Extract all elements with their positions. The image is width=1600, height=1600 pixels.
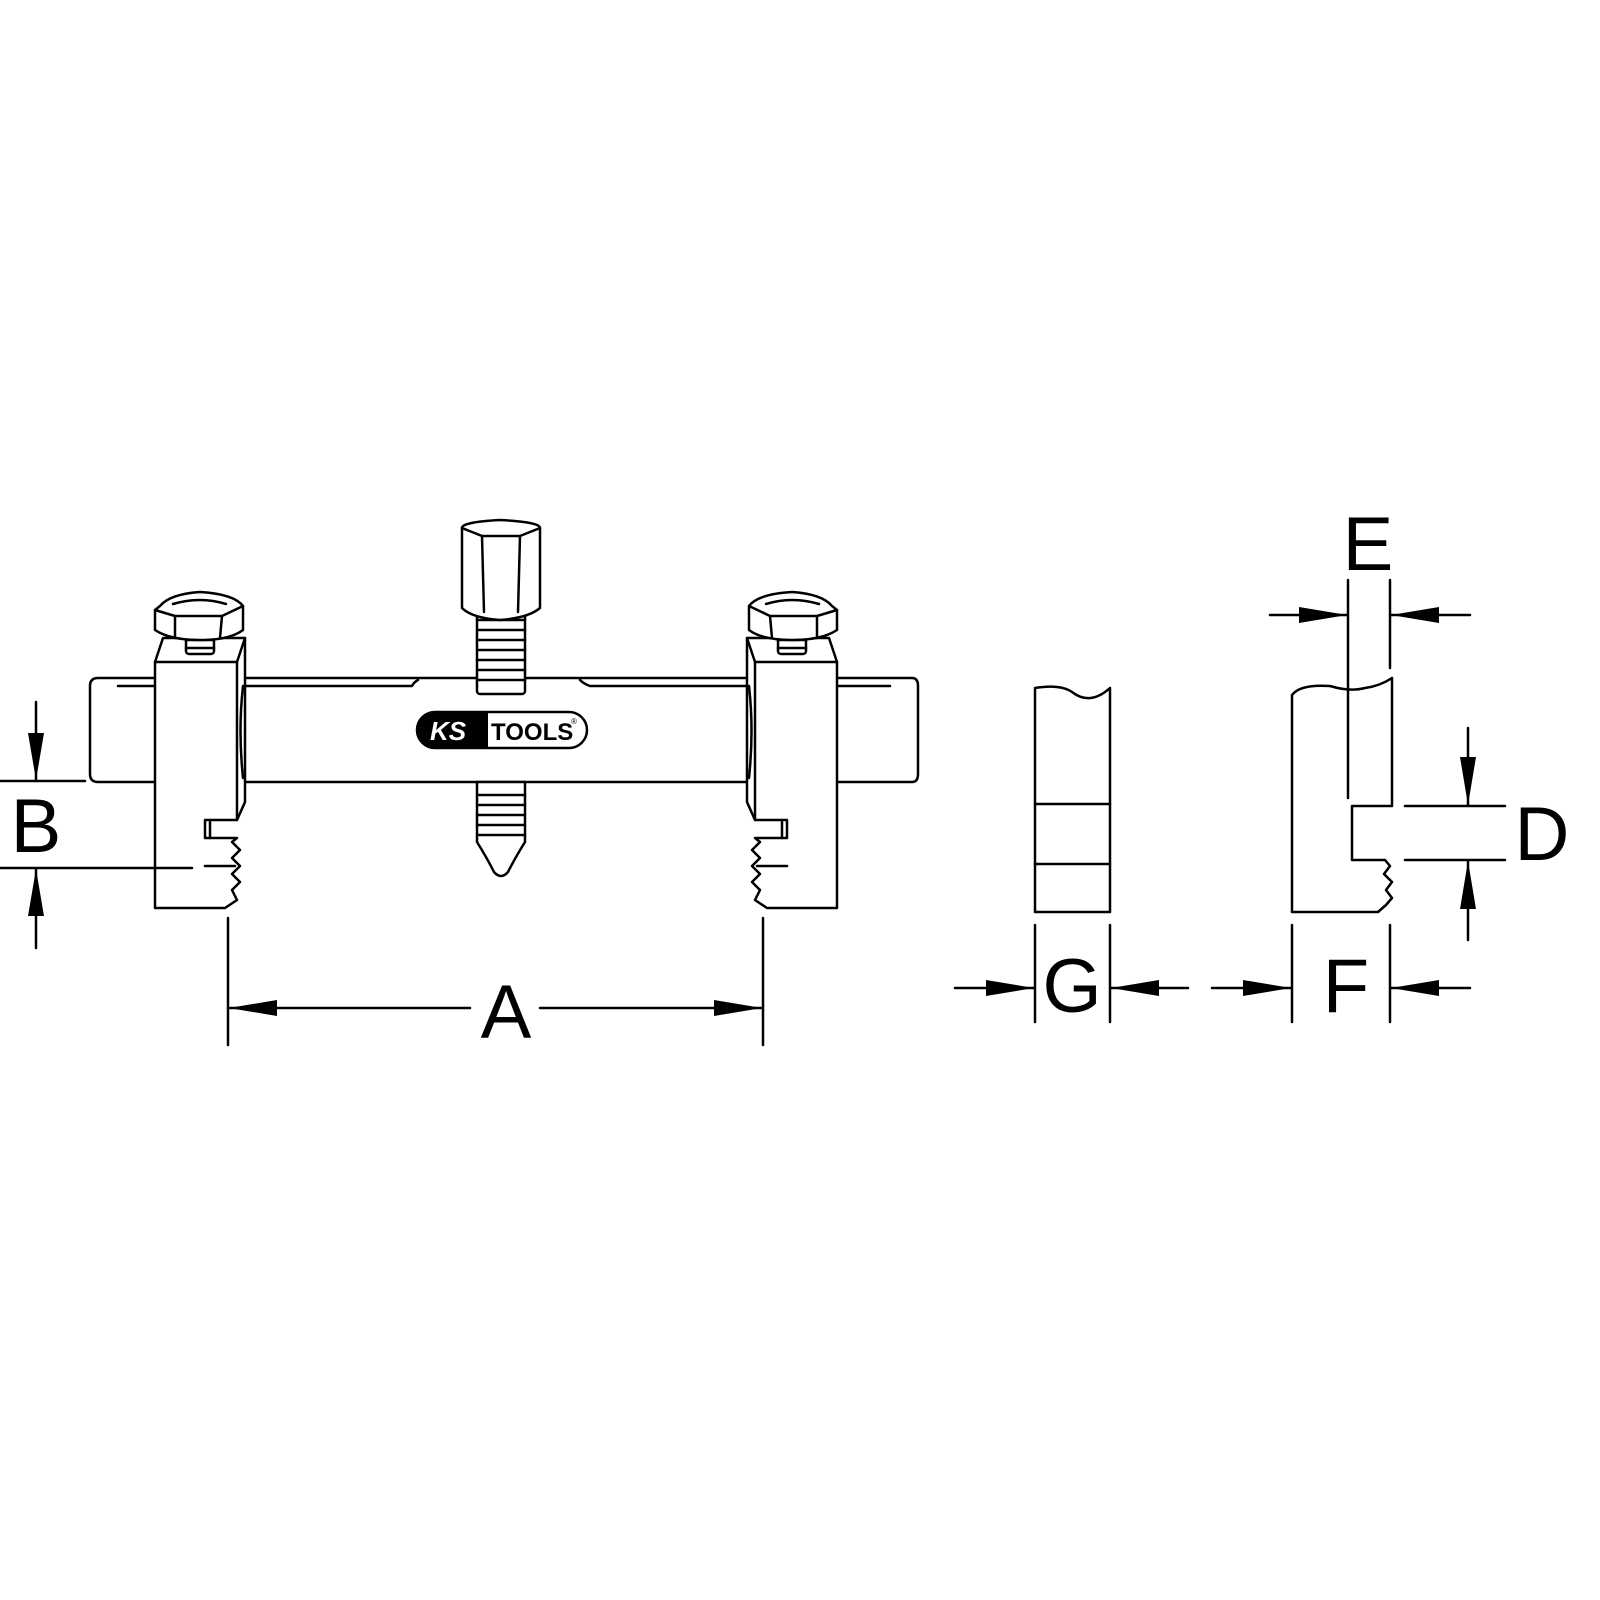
dimension-d: D (1403, 726, 1570, 942)
jaw-front-view (1033, 685, 1112, 914)
dimension-e: E (1268, 502, 1472, 800)
label-e: E (1343, 502, 1394, 587)
spindle-thread-top (475, 618, 527, 682)
label-a: A (481, 970, 532, 1055)
dimension-g: G (953, 923, 1190, 1029)
dimension-a: A (226, 916, 765, 1055)
dimension-b: B (0, 700, 194, 950)
logo-tools: TOOLS (491, 719, 573, 746)
spindle-thread-bottom (475, 793, 527, 837)
right-jaw (745, 590, 839, 910)
dimension-f: F (1210, 923, 1472, 1029)
logo-ks: KS (430, 716, 467, 746)
label-d: D (1515, 792, 1570, 877)
jaw-side-view (1290, 676, 1394, 914)
left-jaw (153, 590, 247, 910)
logo-registered: ® (571, 717, 577, 726)
brand-logo: KS TOOLS ® (415, 710, 589, 750)
label-g: G (1042, 944, 1101, 1029)
center-spindle (460, 518, 542, 878)
label-f: F (1323, 944, 1369, 1029)
label-b: B (11, 784, 62, 869)
